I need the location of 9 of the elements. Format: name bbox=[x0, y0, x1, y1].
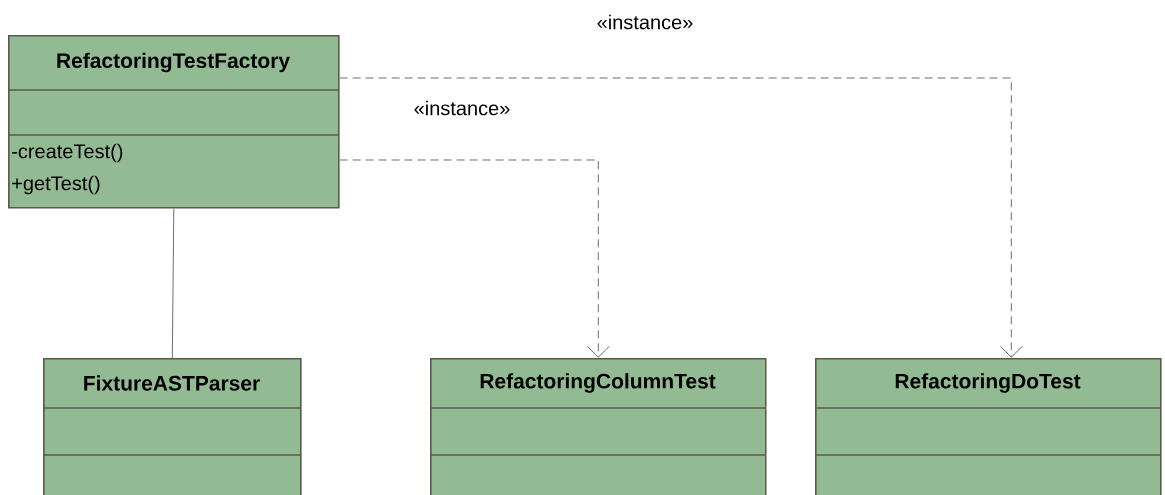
class-box: RefactoringTestFactory -createTest() +getTest() bbox=[7, 35, 340, 209]
class-box: FixtureASTParser bbox=[42, 358, 302, 495]
dependency-arrow bbox=[339, 159, 610, 358]
association-line bbox=[171, 208, 175, 359]
class-box: RefactoringDoTest bbox=[814, 358, 1162, 495]
edge-label: «instance» bbox=[597, 14, 693, 30]
dependency-arrow bbox=[339, 77, 1023, 358]
edge-label: «instance» bbox=[414, 100, 510, 116]
class-box: RefactoringColumnTest bbox=[429, 358, 767, 495]
